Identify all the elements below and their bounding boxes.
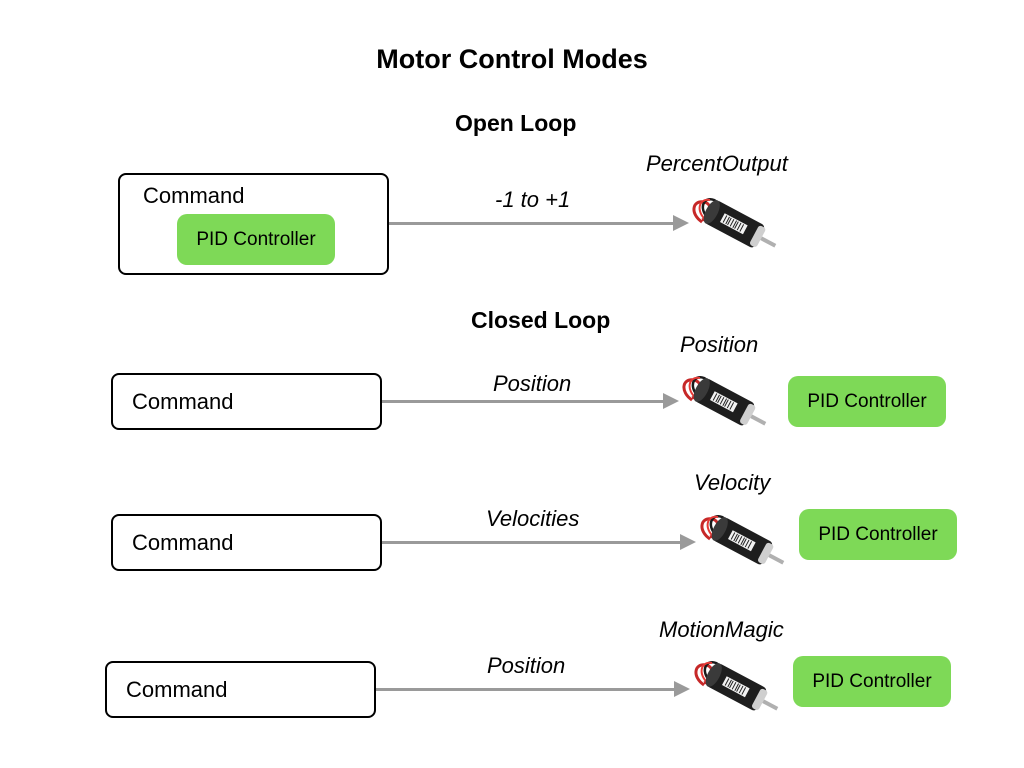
arrow-head — [680, 534, 696, 550]
pid-controller-box: PID Controller — [788, 376, 946, 427]
velocity-command-box: Command — [111, 514, 382, 571]
command-label: Command — [132, 530, 234, 555]
arrow-label: -1 to +1 — [495, 187, 571, 212]
arrow-head — [663, 393, 679, 409]
motionmagic-command-box: Command — [105, 661, 376, 718]
command-arrow — [382, 534, 696, 550]
position-command-box: Command — [111, 373, 382, 430]
open-loop-heading: Open Loop — [455, 110, 577, 136]
pid-controller-box: PID Controller — [799, 509, 957, 560]
arrow-label: Position — [487, 653, 566, 678]
arrow-label: Position — [493, 371, 572, 396]
mode-label: Position — [680, 332, 759, 357]
dc-motor-icon — [688, 188, 788, 260]
arrow-label: Velocities — [486, 506, 580, 531]
mode-label: Velocity — [694, 470, 771, 495]
command-label: Command — [143, 183, 245, 208]
pid-controller-box: PID Controller — [177, 214, 335, 265]
command-arrow — [376, 681, 690, 697]
open-loop-command-box: Command PID Controller — [118, 173, 389, 275]
command-arrow — [389, 215, 689, 231]
arrow-head — [674, 681, 690, 697]
mode-label: MotionMagic — [659, 617, 784, 642]
command-label: Command — [132, 389, 234, 414]
command-label: Command — [126, 677, 228, 702]
arrow-head — [673, 215, 689, 231]
pid-controller-box: PID Controller — [793, 656, 951, 707]
diagram-title: Motor Control Modes — [376, 44, 648, 74]
closed-loop-heading: Closed Loop — [471, 307, 611, 333]
command-arrow — [382, 393, 679, 409]
dc-motor-icon — [678, 366, 778, 438]
dc-motor-icon — [690, 651, 790, 723]
mode-label: PercentOutput — [646, 151, 788, 176]
dc-motor-icon — [696, 505, 796, 577]
